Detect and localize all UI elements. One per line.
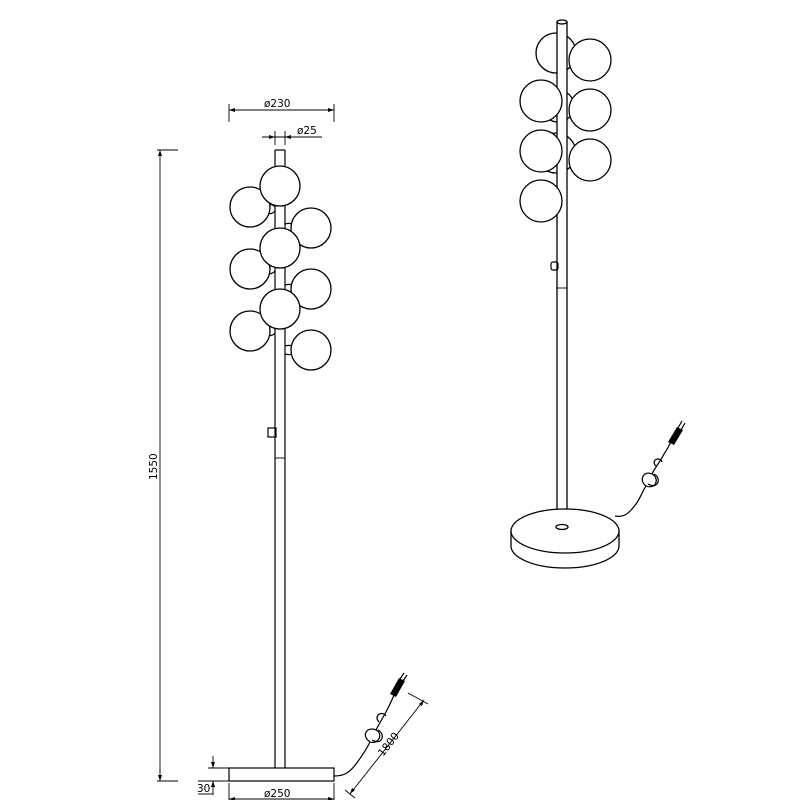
power-cable: [333, 689, 397, 777]
pole-diameter-label: ø25: [297, 125, 317, 137]
height-label: 1550: [148, 453, 160, 480]
base-diameter-dimension: ø250: [228, 783, 335, 800]
plug-icon: [390, 672, 408, 697]
globe: [229, 248, 271, 290]
glass-globes-front: [519, 38, 612, 223]
globe: [290, 207, 332, 249]
cable-length-dimension: 1800: [344, 692, 429, 799]
globe: [290, 268, 332, 310]
globe: [519, 79, 563, 123]
plug-icon: [668, 420, 686, 445]
switch-icon: [550, 261, 559, 271]
globe: [568, 88, 612, 132]
front-elevation-view: [228, 149, 408, 782]
globe: [568, 38, 612, 82]
top-width-dimension: ø230: [228, 98, 335, 122]
globe: [259, 288, 301, 330]
switch-icon: [267, 427, 277, 438]
base-diameter-label: ø250: [264, 788, 290, 800]
globe: [519, 129, 563, 173]
pole-diameter-dimension: ø25: [262, 125, 322, 145]
globe: [229, 186, 271, 228]
top-width-label: ø230: [264, 98, 290, 110]
globe: [290, 329, 332, 371]
power-cable-perspective: [614, 439, 673, 517]
lamp-base-perspective: [510, 508, 620, 569]
globe: [519, 179, 563, 223]
glass-globes: [229, 165, 332, 371]
base-height-dimension: 30: [197, 756, 229, 795]
globe: [568, 138, 612, 182]
globe: [259, 227, 301, 269]
globe: [259, 165, 301, 207]
perspective-view: [510, 19, 686, 569]
base-height-label: 30: [197, 783, 210, 795]
globe: [229, 310, 271, 352]
height-dimension: 1550: [148, 149, 178, 782]
lamp-base: [228, 767, 335, 782]
